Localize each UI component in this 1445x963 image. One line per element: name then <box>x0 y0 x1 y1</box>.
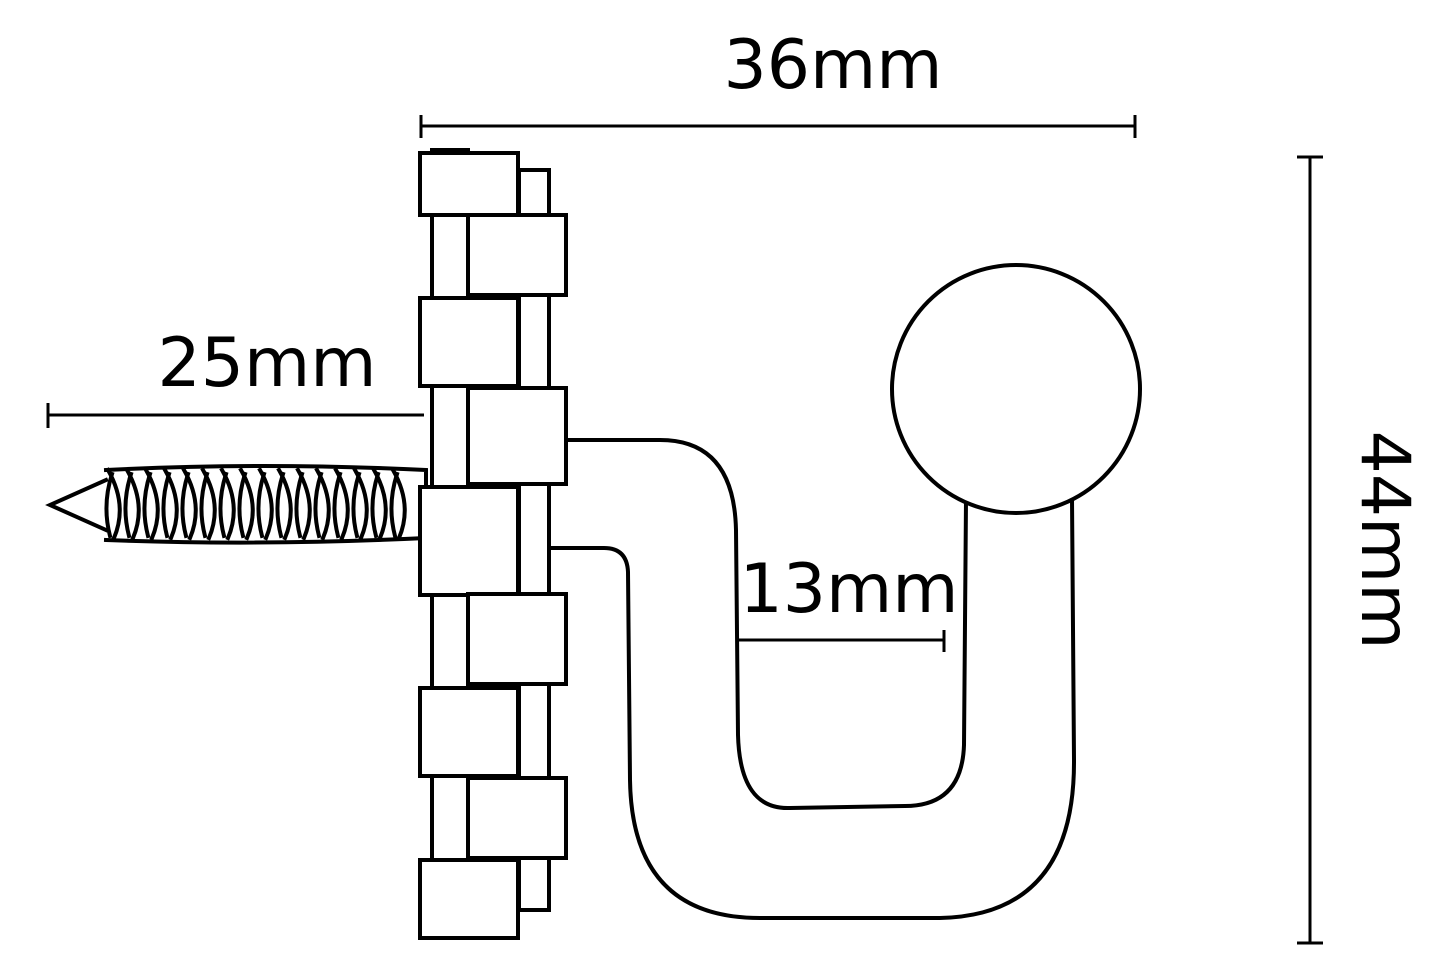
screw-thread <box>313 471 324 539</box>
screw-dimension: 25mm <box>46 324 424 428</box>
screw-threads <box>104 467 407 541</box>
hook-icon <box>546 438 1077 920</box>
screw-thread <box>218 471 229 539</box>
backplate-block <box>418 686 520 778</box>
screw-thread <box>351 471 362 539</box>
backplate-block <box>466 776 568 860</box>
screw-thread <box>180 471 191 539</box>
backplate-block <box>418 151 520 217</box>
screw-thread <box>123 471 134 539</box>
backplate-block <box>466 213 568 297</box>
screw-thread <box>389 471 400 539</box>
screw-icon <box>45 464 428 545</box>
screw-thread <box>294 471 305 539</box>
gap-dimension-label: 13mm <box>739 550 958 629</box>
screw-tip <box>45 477 109 533</box>
screw-dimension-label: 25mm <box>157 324 376 403</box>
hook-outline <box>546 438 1077 920</box>
backplate-block <box>418 296 520 388</box>
screw-thread <box>256 471 267 539</box>
ball-finial-icon <box>890 263 1142 515</box>
width-dimension-label: 36mm <box>723 26 942 105</box>
backplate-block <box>418 485 520 597</box>
backplate-block <box>466 386 568 486</box>
screw-thread <box>104 471 115 539</box>
height-dimension-label: 44mm <box>1345 430 1424 649</box>
screw-thread <box>142 471 153 539</box>
gap-dimension: 13mm <box>738 550 959 652</box>
screw-thread <box>199 471 210 539</box>
screw-thread <box>332 471 343 539</box>
screw-thread <box>161 471 172 539</box>
screw-thread <box>237 471 248 539</box>
backplate-block <box>418 858 520 940</box>
height-dimension: 44mm <box>1297 155 1424 945</box>
backplate-block <box>466 592 568 686</box>
screw-thread <box>275 471 286 539</box>
woven-block-icon <box>418 148 568 940</box>
screw-thread <box>370 471 381 539</box>
width-dimension: 36mm <box>419 26 1137 138</box>
